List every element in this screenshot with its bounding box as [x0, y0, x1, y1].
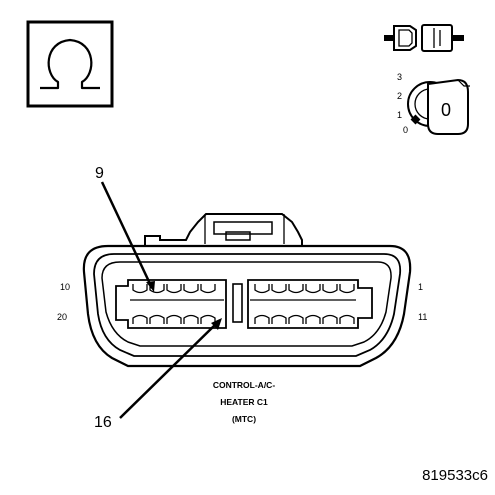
terminal-cavity-lower-right-4	[305, 314, 321, 324]
terminal-cavity-lower-right-1	[254, 314, 270, 324]
connector-outer-shell	[82, 244, 412, 368]
terminal-cavity-upper-right-3	[288, 284, 304, 294]
terminal-cavity-upper-left-5	[200, 284, 216, 294]
terminal-cavity-upper-right-1	[254, 284, 270, 294]
terminal-cavity-upper-left-1	[132, 284, 148, 294]
ignition-switch: 3 2 1 0 0	[397, 72, 470, 135]
callout-9-arrowhead	[146, 281, 155, 292]
figure-id: 819533c6	[422, 467, 488, 484]
connector-key-slot	[232, 283, 243, 323]
connector-title-line-3: (MTC)	[232, 414, 256, 424]
ignition-position-0: 0	[403, 125, 408, 135]
ignition-position-2: 2	[397, 91, 402, 101]
ignition-key-icon	[427, 78, 470, 135]
terminal-cavity-upper-left-2	[149, 284, 165, 294]
connector-latch-housing	[144, 213, 303, 246]
connector-title-line-1: CONTROL-A/C-	[213, 380, 275, 390]
terminal-cavity-lower-right-6	[339, 314, 355, 324]
terminal-cavity-lower-left-4	[183, 314, 199, 324]
connector-title-line-2: HEATER C1	[220, 397, 268, 407]
callout-9-leader	[100, 181, 154, 289]
connector-c1	[82, 213, 412, 368]
cavity-group-left	[115, 279, 227, 329]
terminal-cavity-lower-left-2	[149, 314, 165, 324]
pin-label-11: 11	[418, 312, 427, 322]
terminal-cavity-upper-right-5	[322, 284, 338, 294]
ohm-icon	[40, 38, 100, 90]
callout-16-arrowhead	[211, 318, 222, 330]
terminal-cavity-lower-left-5	[200, 314, 216, 324]
cavity-group-right	[247, 279, 373, 329]
terminal-cavity-upper-left-3	[166, 284, 182, 294]
terminal-cavity-lower-right-5	[322, 314, 338, 324]
terminal-cavity-lower-left-1	[132, 314, 148, 324]
ohmmeter-symbol	[26, 20, 114, 108]
callout-9: 9	[95, 165, 104, 182]
terminal-cavity-upper-right-4	[305, 284, 321, 294]
pin-label-20: 20	[57, 312, 67, 322]
pin-label-10: 10	[60, 282, 70, 292]
ignition-position-1: 1	[397, 110, 402, 120]
terminal-cavity-upper-right-2	[271, 284, 287, 294]
disconnect-connector-icon	[384, 24, 464, 52]
terminal-cavity-upper-right-6	[339, 284, 355, 294]
connector-latch	[213, 221, 273, 235]
terminal-cavity-lower-right-2	[271, 314, 287, 324]
callout-16-leader	[119, 321, 219, 419]
terminal-cavity-lower-left-3	[166, 314, 182, 324]
ohmmeter-frame	[26, 20, 114, 108]
ignition-position-3: 3	[397, 72, 402, 82]
terminal-cavity-upper-left-4	[183, 284, 199, 294]
callout-16: 16	[94, 414, 112, 431]
ignition-key-label: 0	[441, 100, 451, 120]
terminal-cavities	[130, 284, 356, 324]
pin-label-1: 1	[418, 282, 423, 292]
terminal-cavity-lower-right-3	[288, 314, 304, 324]
